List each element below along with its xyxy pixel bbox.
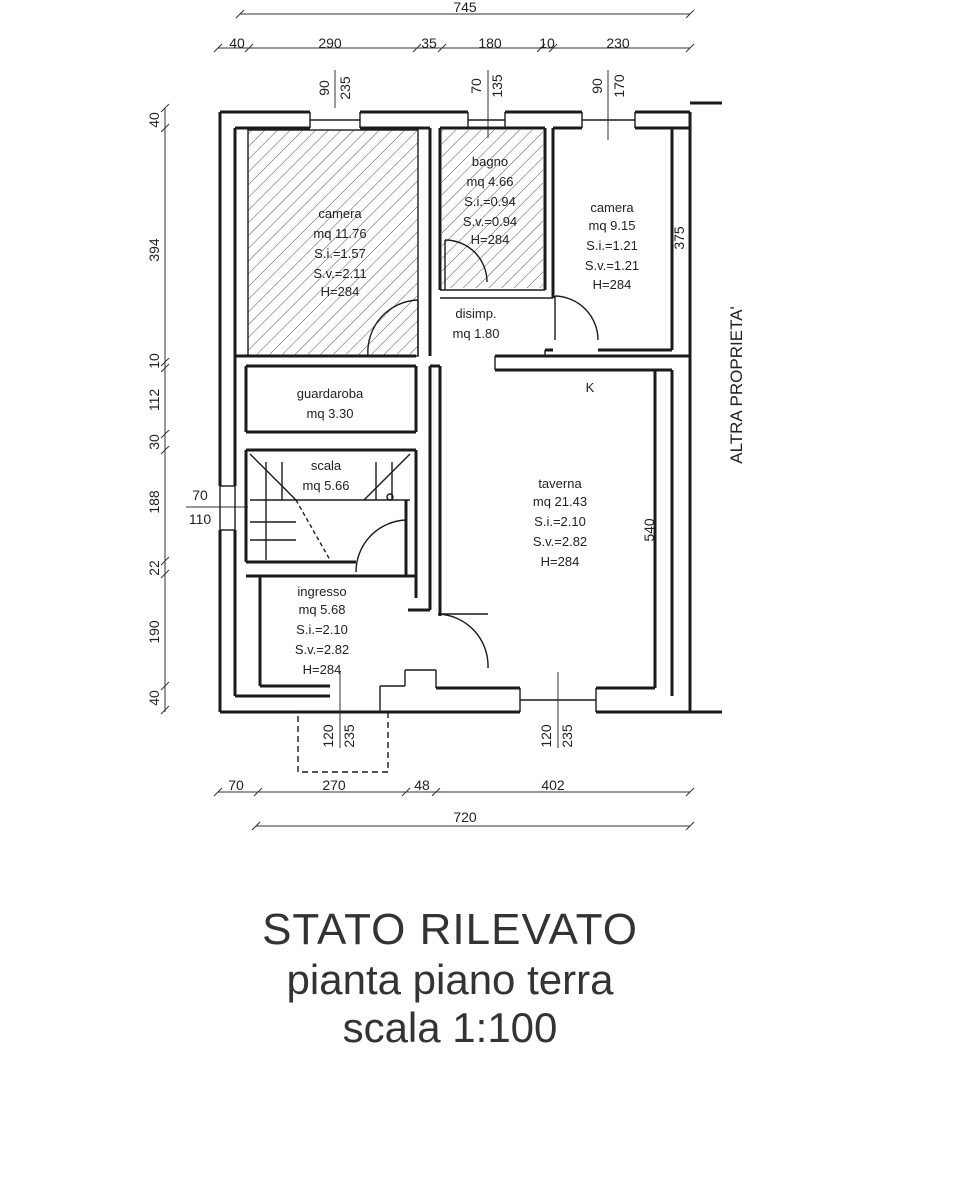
dim-left-part: 10 [146,353,162,369]
room-area: mq 1.80 [453,326,500,341]
dim-top-part: 180 [478,35,502,51]
room-area: mq 5.66 [303,478,350,493]
dim-opening-width: 90 [589,78,605,94]
room-si: S.i.=1.57 [314,246,366,261]
room-name: scala [311,458,342,473]
room-ingresso: ingresso mq 5.68 S.i.=2.10 S.v.=2.82 H=2… [295,584,349,677]
dim-window-height: 110 [189,511,212,527]
room-guardaroba: guardaroba mq 3.30 [297,386,364,421]
camera1-hatch [248,130,418,356]
room-sv: S.v.=2.82 [295,642,349,657]
drawing-subtitle: pianta piano terra [286,955,614,1003]
dim-top-part: 10 [539,35,555,51]
room-scala: scala mq 5.66 [303,458,350,493]
left-dimension-line [160,103,170,715]
dim-left-part: 40 [146,112,162,128]
room-camera-1: camera mq 11.76 S.i.=1.57 S.v.=2.11 H=28… [313,206,366,299]
dim-opening-width: 90 [316,80,332,96]
room-name: guardaroba [297,386,364,401]
door-swings [355,239,599,669]
dim-left-part: 190 [146,620,162,644]
dim-bottom-part: 70 [228,777,244,793]
room-height: H=284 [471,232,510,247]
room-name: camera [318,206,362,221]
dim-left-part: 30 [146,434,162,450]
dim-left-part: 112 [146,389,162,412]
room-area: mq 5.68 [299,602,346,617]
room-area: mq 21.43 [533,494,587,509]
dim-top-overall: 745 [453,0,477,15]
room-sv: S.v.=0.94 [463,214,517,229]
room-name: bagno [472,154,508,169]
room-si: S.i.=1.21 [586,238,638,253]
room-height: H=284 [321,284,360,299]
dim-opening-height: 135 [489,74,505,98]
dim-camera-depth: 375 [671,226,687,250]
room-name: disimp. [455,306,496,321]
room-height: H=284 [593,277,632,292]
dim-opening-width: 120 [538,724,554,748]
dim-top-part: 290 [318,35,342,51]
bagno-hatch [442,130,543,288]
bottom-dimension-lines [213,787,695,831]
room-area: mq 9.15 [589,218,636,233]
stairs [249,453,411,561]
room-bagno: bagno mq 4.66 S.i.=0.94 S.v.=0.94 H=284 [463,154,517,247]
dim-top-part: 35 [421,35,437,51]
room-si: S.i.=2.10 [296,622,348,637]
dim-left-part: 22 [146,560,162,576]
room-sv: S.v.=2.11 [313,266,366,281]
room-camera-2: camera mq 9.15 S.i.=1.21 S.v.=1.21 H=284 [585,200,639,292]
dim-left-part: 40 [146,690,162,706]
dim-top-part: 40 [229,35,245,51]
room-name: camera [590,200,634,215]
dim-bottom-part: 48 [414,777,430,793]
room-name: ingresso [297,584,346,599]
room-height: H=284 [303,662,342,677]
dim-opening-height: 170 [611,74,627,98]
drawing-scale: scala 1:100 [342,1003,558,1051]
dim-top-part: 230 [606,35,630,51]
title-block: STATO RILEVATO pianta piano terra scala … [0,905,900,1052]
dim-bottom-overall: 720 [453,809,477,825]
top-dimension-lines [213,9,695,53]
dim-bottom-part: 402 [541,777,565,793]
room-name: taverna [538,476,582,491]
room-si: S.i.=2.10 [534,514,586,529]
room-area: mq 3.30 [307,406,354,421]
dim-left-part: 188 [146,490,162,514]
walls [218,101,722,714]
room-sv: S.v.=2.82 [533,534,587,549]
dim-opening-width: 70 [468,78,484,94]
room-taverna: taverna mq 21.43 S.i.=2.10 S.v.=2.82 H=2… [533,476,587,569]
dim-opening-height: 235 [559,724,575,748]
dim-opening-width: 120 [320,724,336,748]
room-area: mq 11.76 [313,226,366,241]
neighbor-property-label: ALTRA PROPRIETA' [727,306,746,464]
room-area: mq 4.66 [467,174,514,189]
dim-opening-height: 235 [341,724,357,748]
kitchen-mark: K [586,380,595,395]
dim-opening-height: 235 [337,76,353,100]
room-sv: S.v.=1.21 [585,258,639,273]
dim-bottom-part: 270 [322,777,346,793]
room-height: H=284 [541,554,580,569]
room-disimpegno: disimp. mq 1.80 [453,306,500,341]
room-si: S.i.=0.94 [464,194,516,209]
dim-left-part: 394 [146,238,162,262]
drawing-title: STATO RILEVATO [262,905,638,954]
dim-taverna-depth: 540 [641,518,657,542]
dim-window-width: 70 [192,487,208,503]
